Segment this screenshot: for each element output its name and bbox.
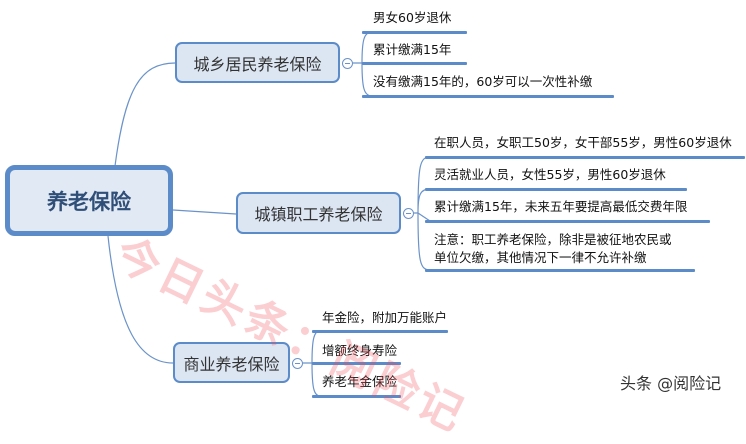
connectors bbox=[107, 31, 431, 397]
branch-node-commercial[interactable]: 商业养老保险 bbox=[173, 342, 290, 383]
leaf-item[interactable]: 年金险，附加万能账户 bbox=[322, 310, 448, 325]
leaf-underline bbox=[362, 95, 614, 98]
leaf-underline bbox=[312, 395, 401, 398]
leaf-underline bbox=[312, 330, 448, 333]
leaf-item[interactable]: 在职人员，女职工50岁，女干部55岁，男性60岁退休 bbox=[434, 135, 732, 150]
branch-label: 商业养老保险 bbox=[183, 354, 280, 374]
leaf-item[interactable]: 没有缴满15年的，60岁可以一次性补缴 bbox=[373, 74, 593, 89]
branch-label: 城乡居民养老保险 bbox=[193, 54, 322, 74]
leaf-item[interactable]: 单位欠缴，其他情况下一律不允许补缴 bbox=[434, 250, 647, 265]
leaf-underline bbox=[425, 269, 695, 272]
leaf-item[interactable]: 灵活就业人员，女性55岁，男性60岁退休 bbox=[434, 167, 666, 182]
collapse-toggle-icon[interactable] bbox=[342, 58, 353, 69]
branch-node-urban-rural[interactable]: 城乡居民养老保险 bbox=[175, 42, 340, 83]
connector-root-branch2 bbox=[172, 209, 237, 215]
root-node[interactable]: 养老保险 bbox=[5, 165, 173, 236]
leaf-underline bbox=[362, 31, 467, 34]
branch-node-employee[interactable]: 城镇职工养老保险 bbox=[236, 192, 401, 234]
leaf-item[interactable]: 增额终身寿险 bbox=[322, 343, 398, 358]
root-label: 养老保险 bbox=[47, 189, 131, 214]
leaf-item[interactable]: 累计缴满15年，未来五年要提高最低交费年限 bbox=[434, 199, 688, 214]
leaf-item[interactable]: 注意：职工养老保险，除非是被征地农民或 bbox=[434, 232, 672, 247]
collapse-toggle-icon[interactable] bbox=[403, 208, 414, 219]
leaf-item[interactable]: 男女60岁退休 bbox=[373, 10, 452, 25]
leaf-underline bbox=[425, 188, 687, 191]
leaf-underline bbox=[425, 156, 745, 159]
leaf-item[interactable]: 累计缴满15年 bbox=[373, 42, 452, 57]
collapse-toggle-icon[interactable] bbox=[292, 358, 303, 369]
leaf-underline bbox=[362, 62, 467, 65]
leaf-underline bbox=[425, 220, 710, 223]
branch-label: 城镇职工养老保险 bbox=[254, 205, 383, 224]
leaf-underline bbox=[312, 362, 401, 365]
leaf-item[interactable]: 养老年金保险 bbox=[322, 374, 398, 389]
connector-root-branch3 bbox=[107, 235, 174, 364]
connector-branch2-leaves bbox=[413, 156, 431, 271]
connector-root-branch1 bbox=[114, 62, 176, 167]
footer-credit: 头条 @阅险记 bbox=[620, 374, 722, 393]
